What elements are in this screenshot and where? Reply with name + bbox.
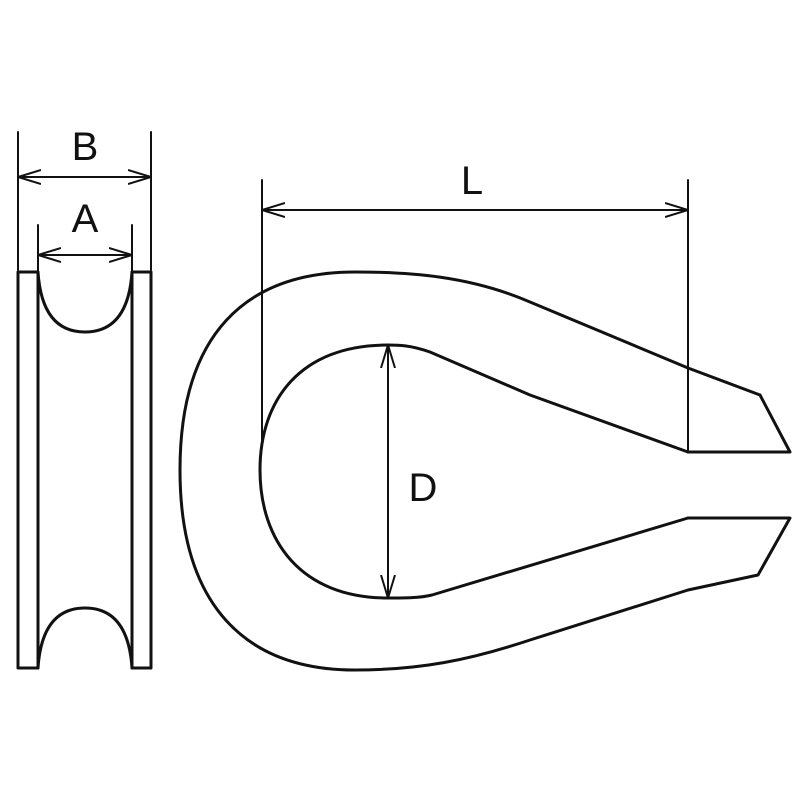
dimension-b-label: B — [72, 125, 99, 169]
side-view-top-groove — [36, 270, 134, 334]
dimension-b: B — [18, 125, 152, 271]
thimble-inner-outline — [258, 343, 690, 600]
dimension-a-label: A — [72, 197, 99, 241]
side-view-left-flange — [16, 270, 40, 670]
thimble-outer-outline — [178, 270, 792, 672]
side-view-bottom-groove — [36, 606, 134, 670]
dimension-a: A — [37, 197, 133, 273]
dimension-l: L — [261, 159, 689, 451]
front-view — [178, 270, 792, 672]
thimble-tip-notch — [686, 393, 792, 454]
dimension-d: D — [388, 344, 438, 599]
dimension-l-label: L — [461, 159, 483, 203]
side-view-right-flange — [130, 270, 153, 670]
dimension-d-label: D — [409, 466, 438, 510]
side-view — [16, 270, 153, 670]
